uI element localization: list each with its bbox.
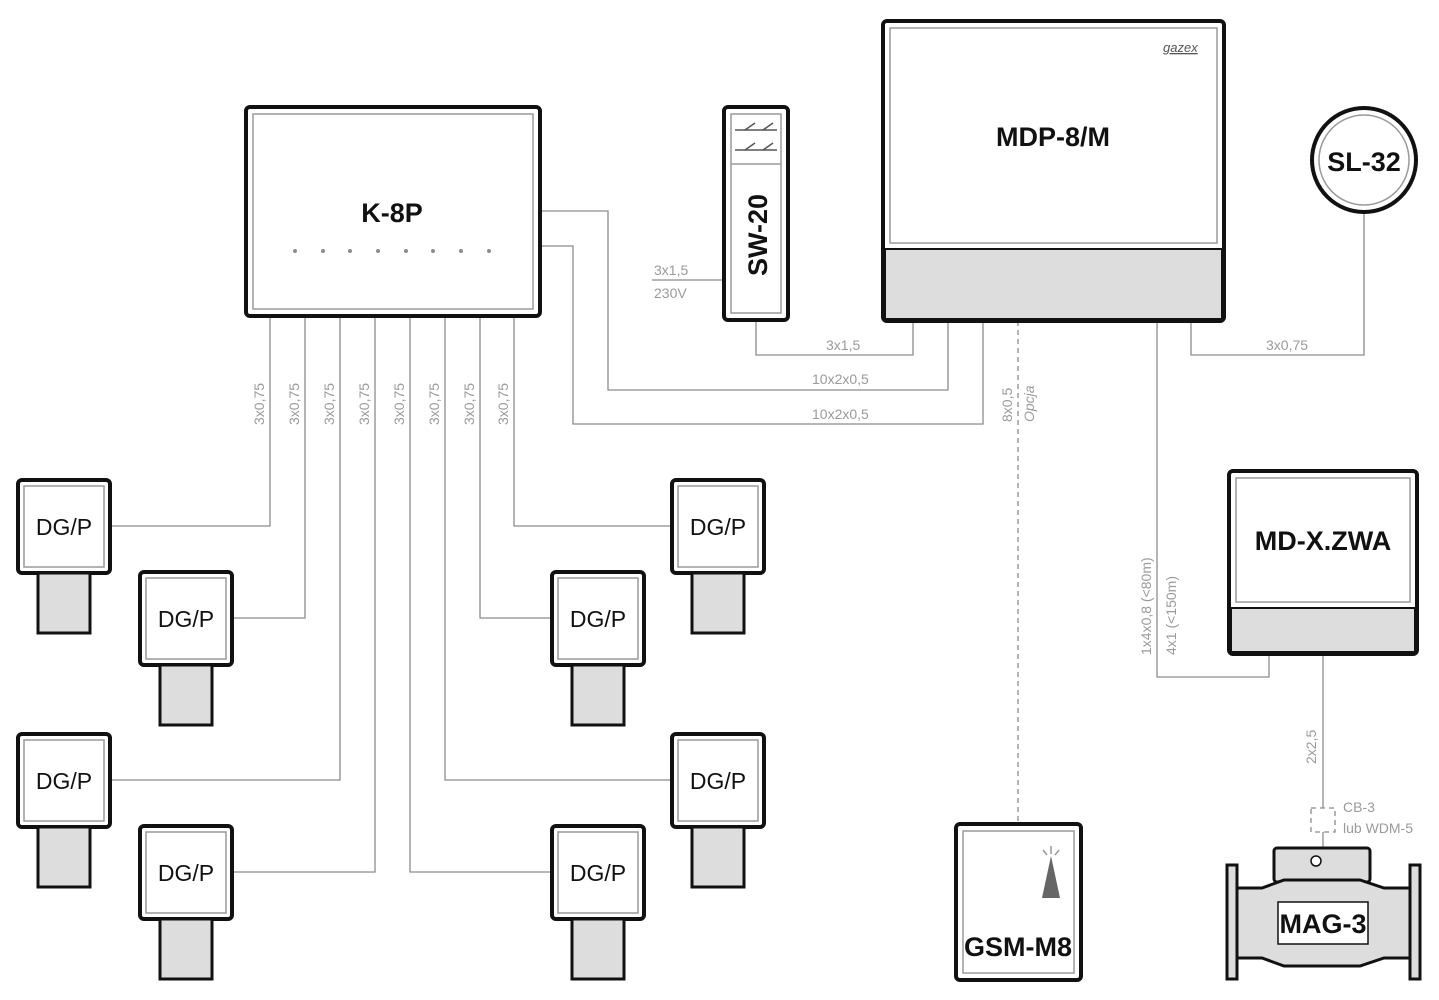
- controller-k8p: K-8P: [244, 105, 542, 318]
- wire-bus-1: [540, 210, 949, 391]
- cable-label-det-4: 3x0,75: [356, 383, 372, 425]
- wire-detector-6: [444, 318, 672, 781]
- junction-box: [1310, 807, 1336, 833]
- alarm-module-label: MD-X.ZWA: [1255, 526, 1391, 556]
- detector: DG/P: [670, 732, 766, 889]
- detector: DG/P: [138, 570, 234, 727]
- cable-label-sw-mdp: 3x1,5: [826, 337, 860, 353]
- cable-labels: 3x0,75 3x0,75 3x0,75 3x0,75 3x0,75 3x0,7…: [251, 262, 1413, 836]
- cable-label-supply-a: 3x1,5: [654, 262, 688, 278]
- detector-label: DG/P: [570, 606, 626, 632]
- wire-detector-1: [110, 318, 271, 527]
- wire-bus-2: [540, 245, 984, 425]
- gsm-module: GSM-M8: [954, 822, 1083, 982]
- alarm-module-mdx-zwa: MD-X.ZWA: [1227, 469, 1419, 656]
- detector: DG/P: [670, 478, 766, 635]
- switch-sw20: SW-20: [722, 105, 790, 322]
- wire-detector-4: [232, 318, 376, 873]
- cable-label-det-6: 3x0,75: [426, 383, 442, 425]
- wire-detector-8: [513, 318, 672, 527]
- cable-label-det-5: 3x0,75: [391, 383, 407, 425]
- switch-symbol-icon: [735, 122, 777, 151]
- switch-label: SW-20: [743, 194, 773, 276]
- cable-label-bus-1: 10x2x0,5: [812, 371, 869, 387]
- box-label-a: CB-3: [1343, 799, 1375, 815]
- antenna-icon: [1042, 846, 1060, 898]
- module-mdp8m: MDP-8/M gazex: [881, 19, 1226, 323]
- wire-mdp-sl: [1190, 212, 1365, 356]
- detector: DG/P: [550, 824, 646, 981]
- detector-label: DG/P: [570, 860, 626, 886]
- wire-detector-2: [232, 318, 306, 619]
- detector-label: DG/P: [36, 514, 92, 540]
- detector-label: DG/P: [158, 606, 214, 632]
- detector-label: DG/P: [158, 860, 214, 886]
- wire-sw-mdp: [755, 321, 914, 356]
- module-label: MDP-8/M: [996, 122, 1110, 152]
- detector: DG/P: [16, 478, 112, 635]
- signaller-sl32: SL-32: [1310, 106, 1418, 214]
- cable-label-det-2: 3x0,75: [286, 383, 302, 425]
- wire-detector-7: [479, 318, 552, 619]
- controller-label: K-8P: [361, 198, 423, 228]
- cable-label-supply-b: 230V: [654, 285, 687, 301]
- cable-label-det-1: 3x0,75: [251, 383, 267, 425]
- detector-label: DG/P: [690, 514, 746, 540]
- cable-label-gsm-a: 8x0,5: [999, 388, 1015, 422]
- wire-detector-5: [409, 318, 552, 873]
- cable-label-det-7: 3x0,75: [461, 383, 477, 425]
- controller-leds: [293, 249, 491, 253]
- cable-label-zwa-b: 4x1 (<150m): [1163, 576, 1179, 655]
- signaller-label: SL-32: [1327, 147, 1401, 177]
- cable-label-bus-2: 10x2x0,5: [812, 406, 869, 422]
- detector: DG/P: [138, 824, 234, 981]
- cable-label-valve: 2x2,5: [1303, 730, 1319, 764]
- valve-mag3: MAG-3: [1225, 846, 1422, 981]
- valve-label: MAG-3: [1280, 909, 1367, 939]
- module-brand: gazex: [1163, 40, 1198, 55]
- cable-label-det-3: 3x0,75: [321, 383, 337, 425]
- wires: [110, 210, 1365, 873]
- wire-detector-3: [110, 318, 341, 781]
- box-label-b: lub WDM-5: [1343, 820, 1413, 836]
- detector-label: DG/P: [36, 768, 92, 794]
- cable-label-gsm-b: Opcja: [1021, 385, 1037, 422]
- gsm-label: GSM-M8: [964, 932, 1072, 962]
- cable-label-zwa-a: 1x4x0,8 (<80m): [1138, 557, 1154, 655]
- detector-label: DG/P: [690, 768, 746, 794]
- detector: DG/P: [16, 732, 112, 889]
- detector: DG/P: [550, 570, 646, 727]
- wire-mdp-zwa: [1156, 321, 1270, 678]
- cable-label-det-8: 3x0,75: [495, 383, 511, 425]
- cable-label-mdp-sl: 3x0,75: [1266, 337, 1308, 353]
